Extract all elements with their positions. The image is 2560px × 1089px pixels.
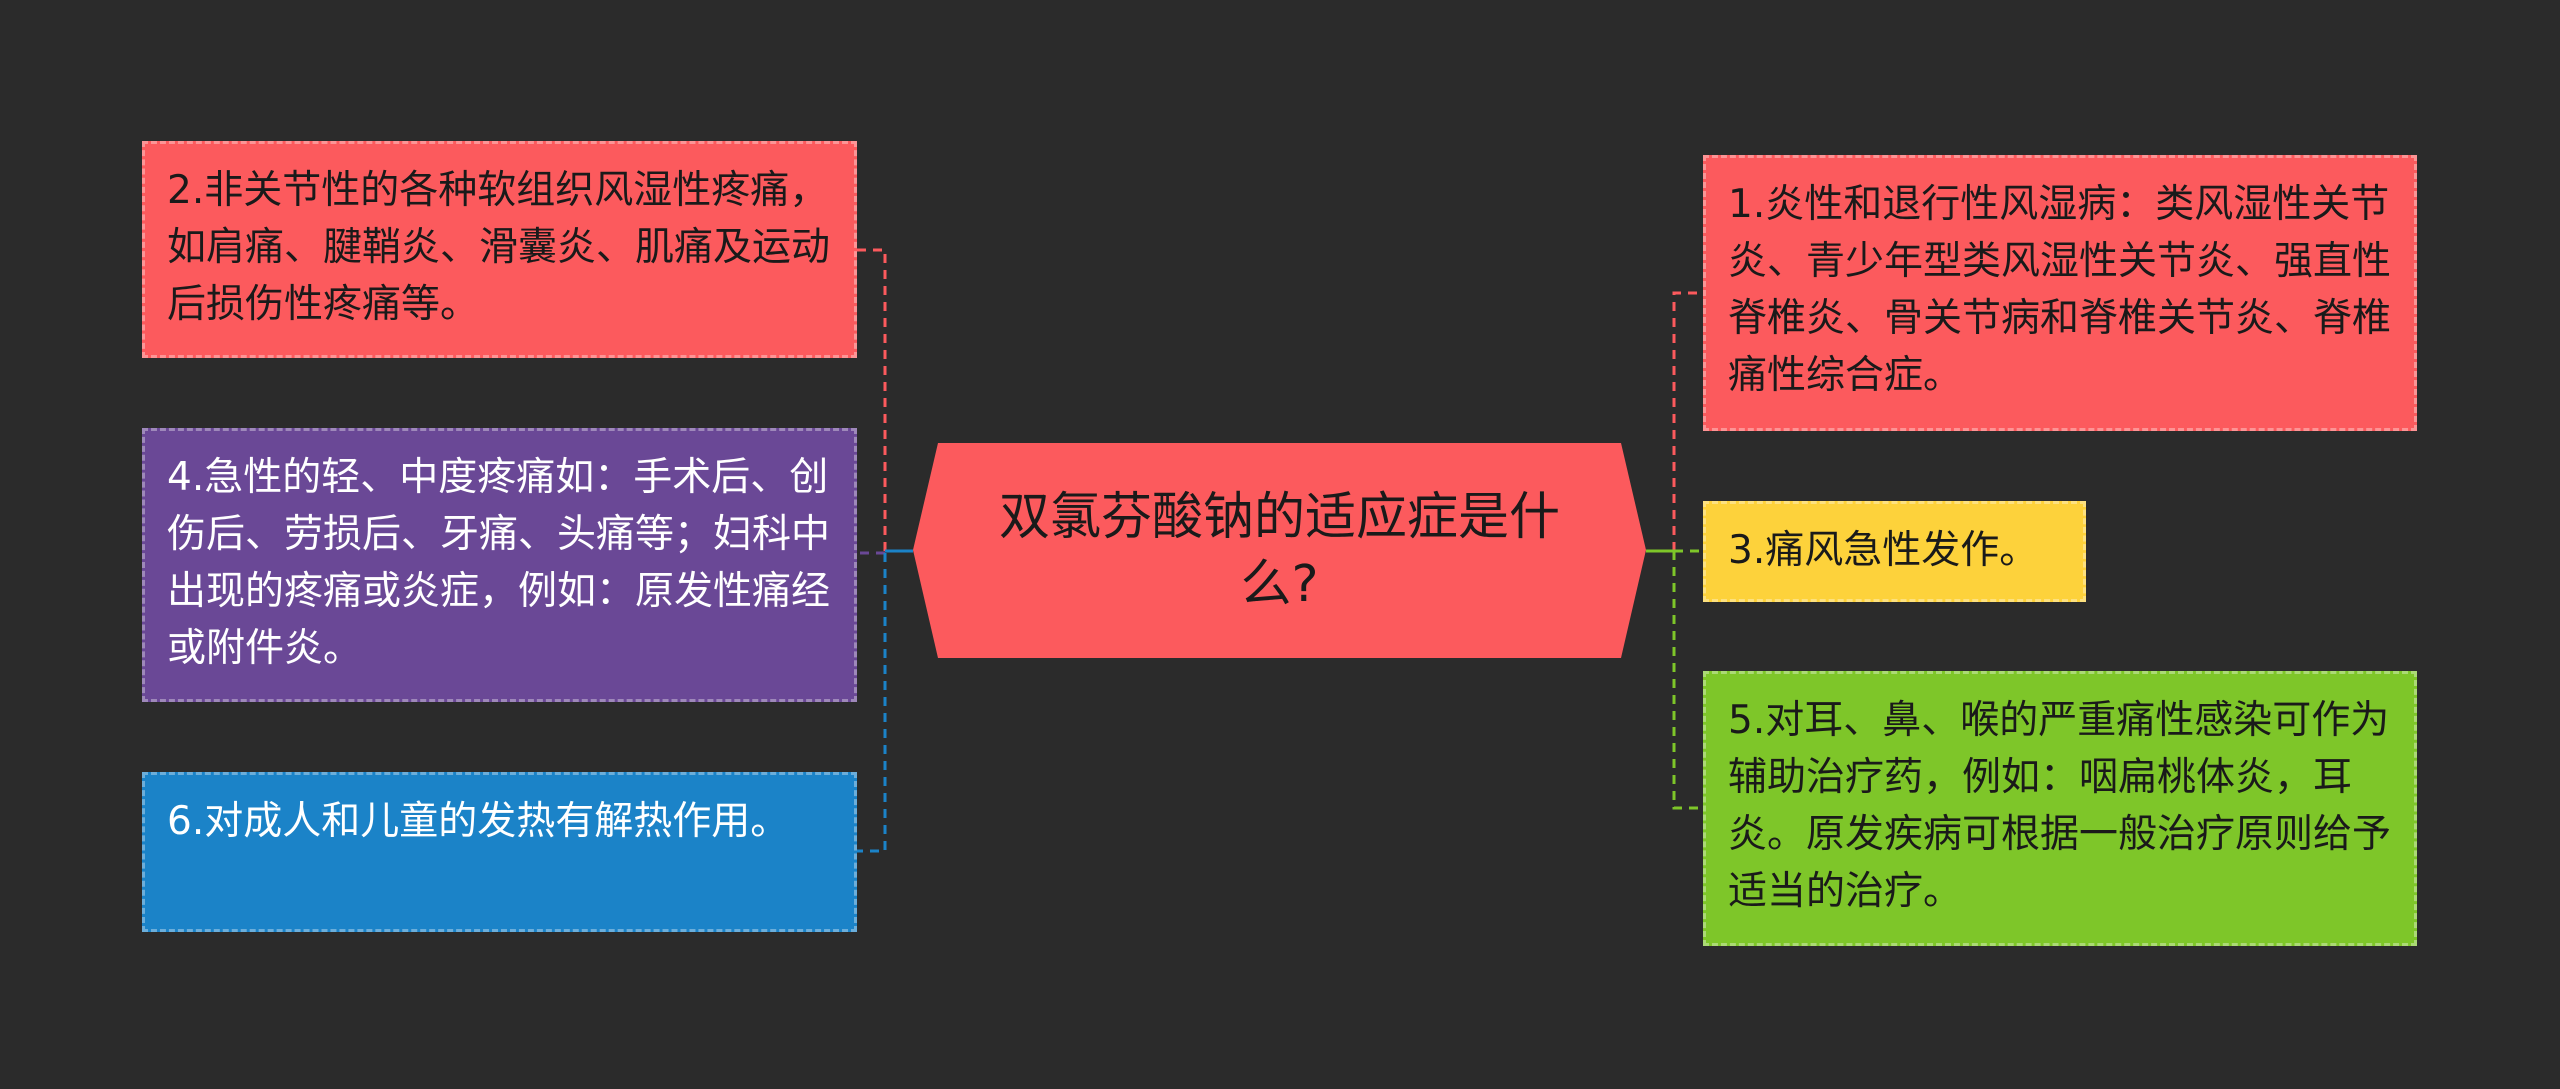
topic-node-1-label: 1.炎性和退行性风湿病：类风湿性关节炎、青少年型类风湿性关节炎、强直性脊椎炎、骨…	[1728, 182, 2392, 398]
connector-n1	[1672, 291, 1703, 551]
left-connectors	[857, 248, 913, 853]
topic-node-2[interactable]: 2.非关节性的各种软组织风湿性疼痛，如肩痛、腱鞘炎、滑囊炎、肌痛及运动后损伤性疼…	[142, 141, 857, 358]
topic-node-5[interactable]: 5.对耳、鼻、喉的严重痛性感染可作为辅助治疗药，例如：咽扁桃体炎，耳炎。原发疾病…	[1703, 671, 2417, 946]
topic-node-4[interactable]: 4.急性的轻、中度疼痛如：手术后、创伤后、劳损后、牙痛、头痛等；妇科中出现的疼痛…	[142, 428, 857, 702]
topic-node-5-label: 5.对耳、鼻、喉的严重痛性感染可作为辅助治疗药，例如：咽扁桃体炎，耳炎。原发疾病…	[1728, 698, 2392, 914]
connector-n5	[1672, 551, 1703, 810]
topic-node-2-label: 2.非关节性的各种软组织风湿性疼痛，如肩痛、腱鞘炎、滑囊炎、肌痛及运动后损伤性疼…	[167, 168, 831, 327]
center-topic-label: 双氯芬酸钠的适应症是什么?	[998, 487, 1560, 614]
topic-node-3-label: 3.痛风急性发作。	[1728, 528, 2039, 573]
connector-n2	[857, 248, 887, 551]
topic-node-6-label: 6.对成人和儿童的发热有解热作用。	[167, 799, 790, 844]
center-topic[interactable]: 双氯芬酸钠的适应症是什么?	[913, 443, 1646, 658]
connector-n6	[857, 553, 887, 853]
topic-node-1[interactable]: 1.炎性和退行性风湿病：类风湿性关节炎、青少年型类风湿性关节炎、强直性脊椎炎、骨…	[1703, 155, 2417, 431]
right-connectors	[1646, 291, 1703, 810]
center-node-shape	[913, 443, 1646, 658]
topic-node-6[interactable]: 6.对成人和儿童的发热有解热作用。	[142, 772, 857, 932]
topic-node-3[interactable]: 3.痛风急性发作。	[1703, 501, 2086, 602]
topic-node-4-label: 4.急性的轻、中度疼痛如：手术后、创伤后、劳损后、牙痛、头痛等；妇科中出现的疼痛…	[167, 455, 831, 671]
